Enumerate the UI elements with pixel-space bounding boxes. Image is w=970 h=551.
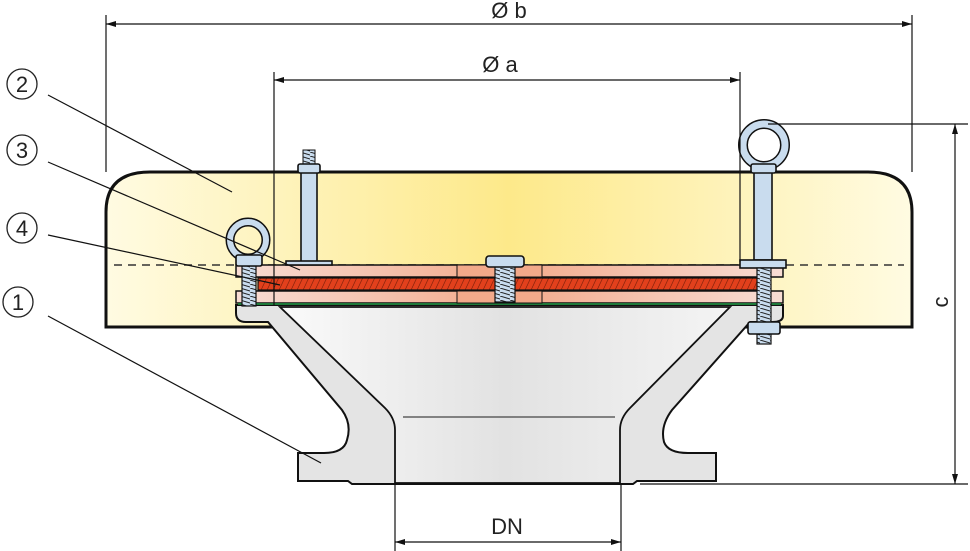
svg-text:3: 3: [16, 138, 28, 163]
plate-segment: [456, 290, 500, 304]
svg-text:4: 4: [16, 216, 28, 241]
dimension-nominal: DN: [394, 484, 622, 551]
svg-text:2: 2: [16, 72, 28, 97]
left-stud-bolt: [285, 149, 333, 266]
callout-2: 2: [6, 68, 233, 193]
dimension-inner-diameter: Ø a: [273, 52, 741, 305]
callout-3: 3: [6, 134, 301, 271]
dimension-label-a: Ø a: [482, 52, 518, 77]
right-eye-bolt: [738, 119, 790, 345]
center-bolt: [485, 255, 525, 303]
callout-4: 4: [6, 212, 281, 286]
callout-1: 1: [2, 286, 322, 464]
svg-text:1: 1: [12, 290, 24, 315]
dimension-label-dn: DN: [491, 514, 523, 539]
housing-interior: [277, 306, 733, 484]
dimension-label-c: c: [928, 297, 953, 308]
dimension-label-b: Ø b: [491, 0, 526, 23]
dimension-outer-diameter: Ø b: [105, 0, 913, 172]
dimension-height: c: [640, 123, 968, 485]
